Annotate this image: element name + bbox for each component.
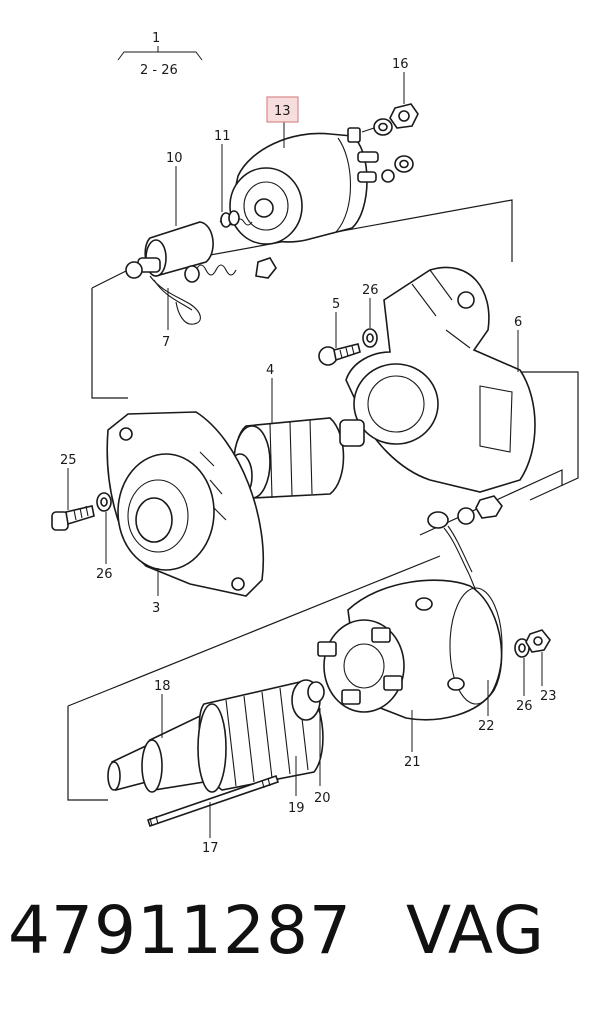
return-spring	[184, 257, 277, 283]
exploded-parts-diagram: 1 2 - 26	[51, 31, 579, 856]
washer-26c	[514, 638, 530, 658]
lever-7	[149, 275, 201, 325]
callout-6: 6	[514, 315, 522, 330]
callout-16: 16	[392, 57, 409, 72]
bolt-25	[51, 505, 95, 531]
callout-26-left: 26	[96, 567, 113, 582]
callout-4: 4	[266, 363, 274, 378]
washer-26b	[96, 492, 112, 512]
thru-bolt-17	[146, 774, 280, 828]
callout-23: 23	[540, 689, 557, 704]
brand-name: VAG	[406, 892, 546, 969]
group-number: 1	[152, 31, 160, 46]
callout-20: 20	[314, 791, 331, 806]
bracket-nuts	[457, 495, 503, 525]
callout-26-upper: 26	[362, 283, 379, 298]
nut-washer-set-16	[373, 103, 419, 183]
callout-25: 25	[60, 453, 77, 468]
callout-3: 3	[152, 601, 160, 616]
callout-21: 21	[404, 755, 421, 770]
armature-frame	[67, 469, 563, 801]
spring-11	[219, 210, 253, 228]
plunger-10	[125, 221, 214, 279]
solenoid-switch-13	[229, 127, 379, 245]
callout-17: 17	[202, 841, 219, 856]
nut-23	[525, 629, 551, 653]
end-bracket-3	[106, 411, 265, 597]
group-range: 2 - 26	[140, 63, 178, 78]
drive-end-bracket-6	[345, 266, 536, 493]
solenoid-frame	[91, 199, 513, 399]
callout-22: 22	[478, 719, 495, 734]
callout-labels: 16 13 11 10 7 5 26 6 4 25 26 3 18 21 22 …	[60, 57, 557, 856]
brush-holder-21	[317, 619, 405, 713]
bolt-5	[318, 343, 361, 366]
highlight-box-13	[266, 96, 299, 123]
part-number: 47911287	[8, 892, 352, 969]
callout-11: 11	[214, 129, 231, 144]
callout-18: 18	[154, 679, 171, 694]
housing-frame	[516, 371, 579, 501]
leader-lines	[67, 72, 543, 838]
callout-19: 19	[288, 801, 305, 816]
washer-26a	[362, 328, 378, 348]
callout-5: 5	[332, 297, 340, 312]
callout-7: 7	[162, 335, 170, 350]
callout-10: 10	[166, 151, 183, 166]
armature-18	[107, 679, 325, 793]
callout-13: 13	[274, 104, 291, 119]
field-cable	[427, 511, 479, 595]
group-header: 1 2 - 26	[117, 31, 203, 78]
callout-26-right: 26	[516, 699, 533, 714]
